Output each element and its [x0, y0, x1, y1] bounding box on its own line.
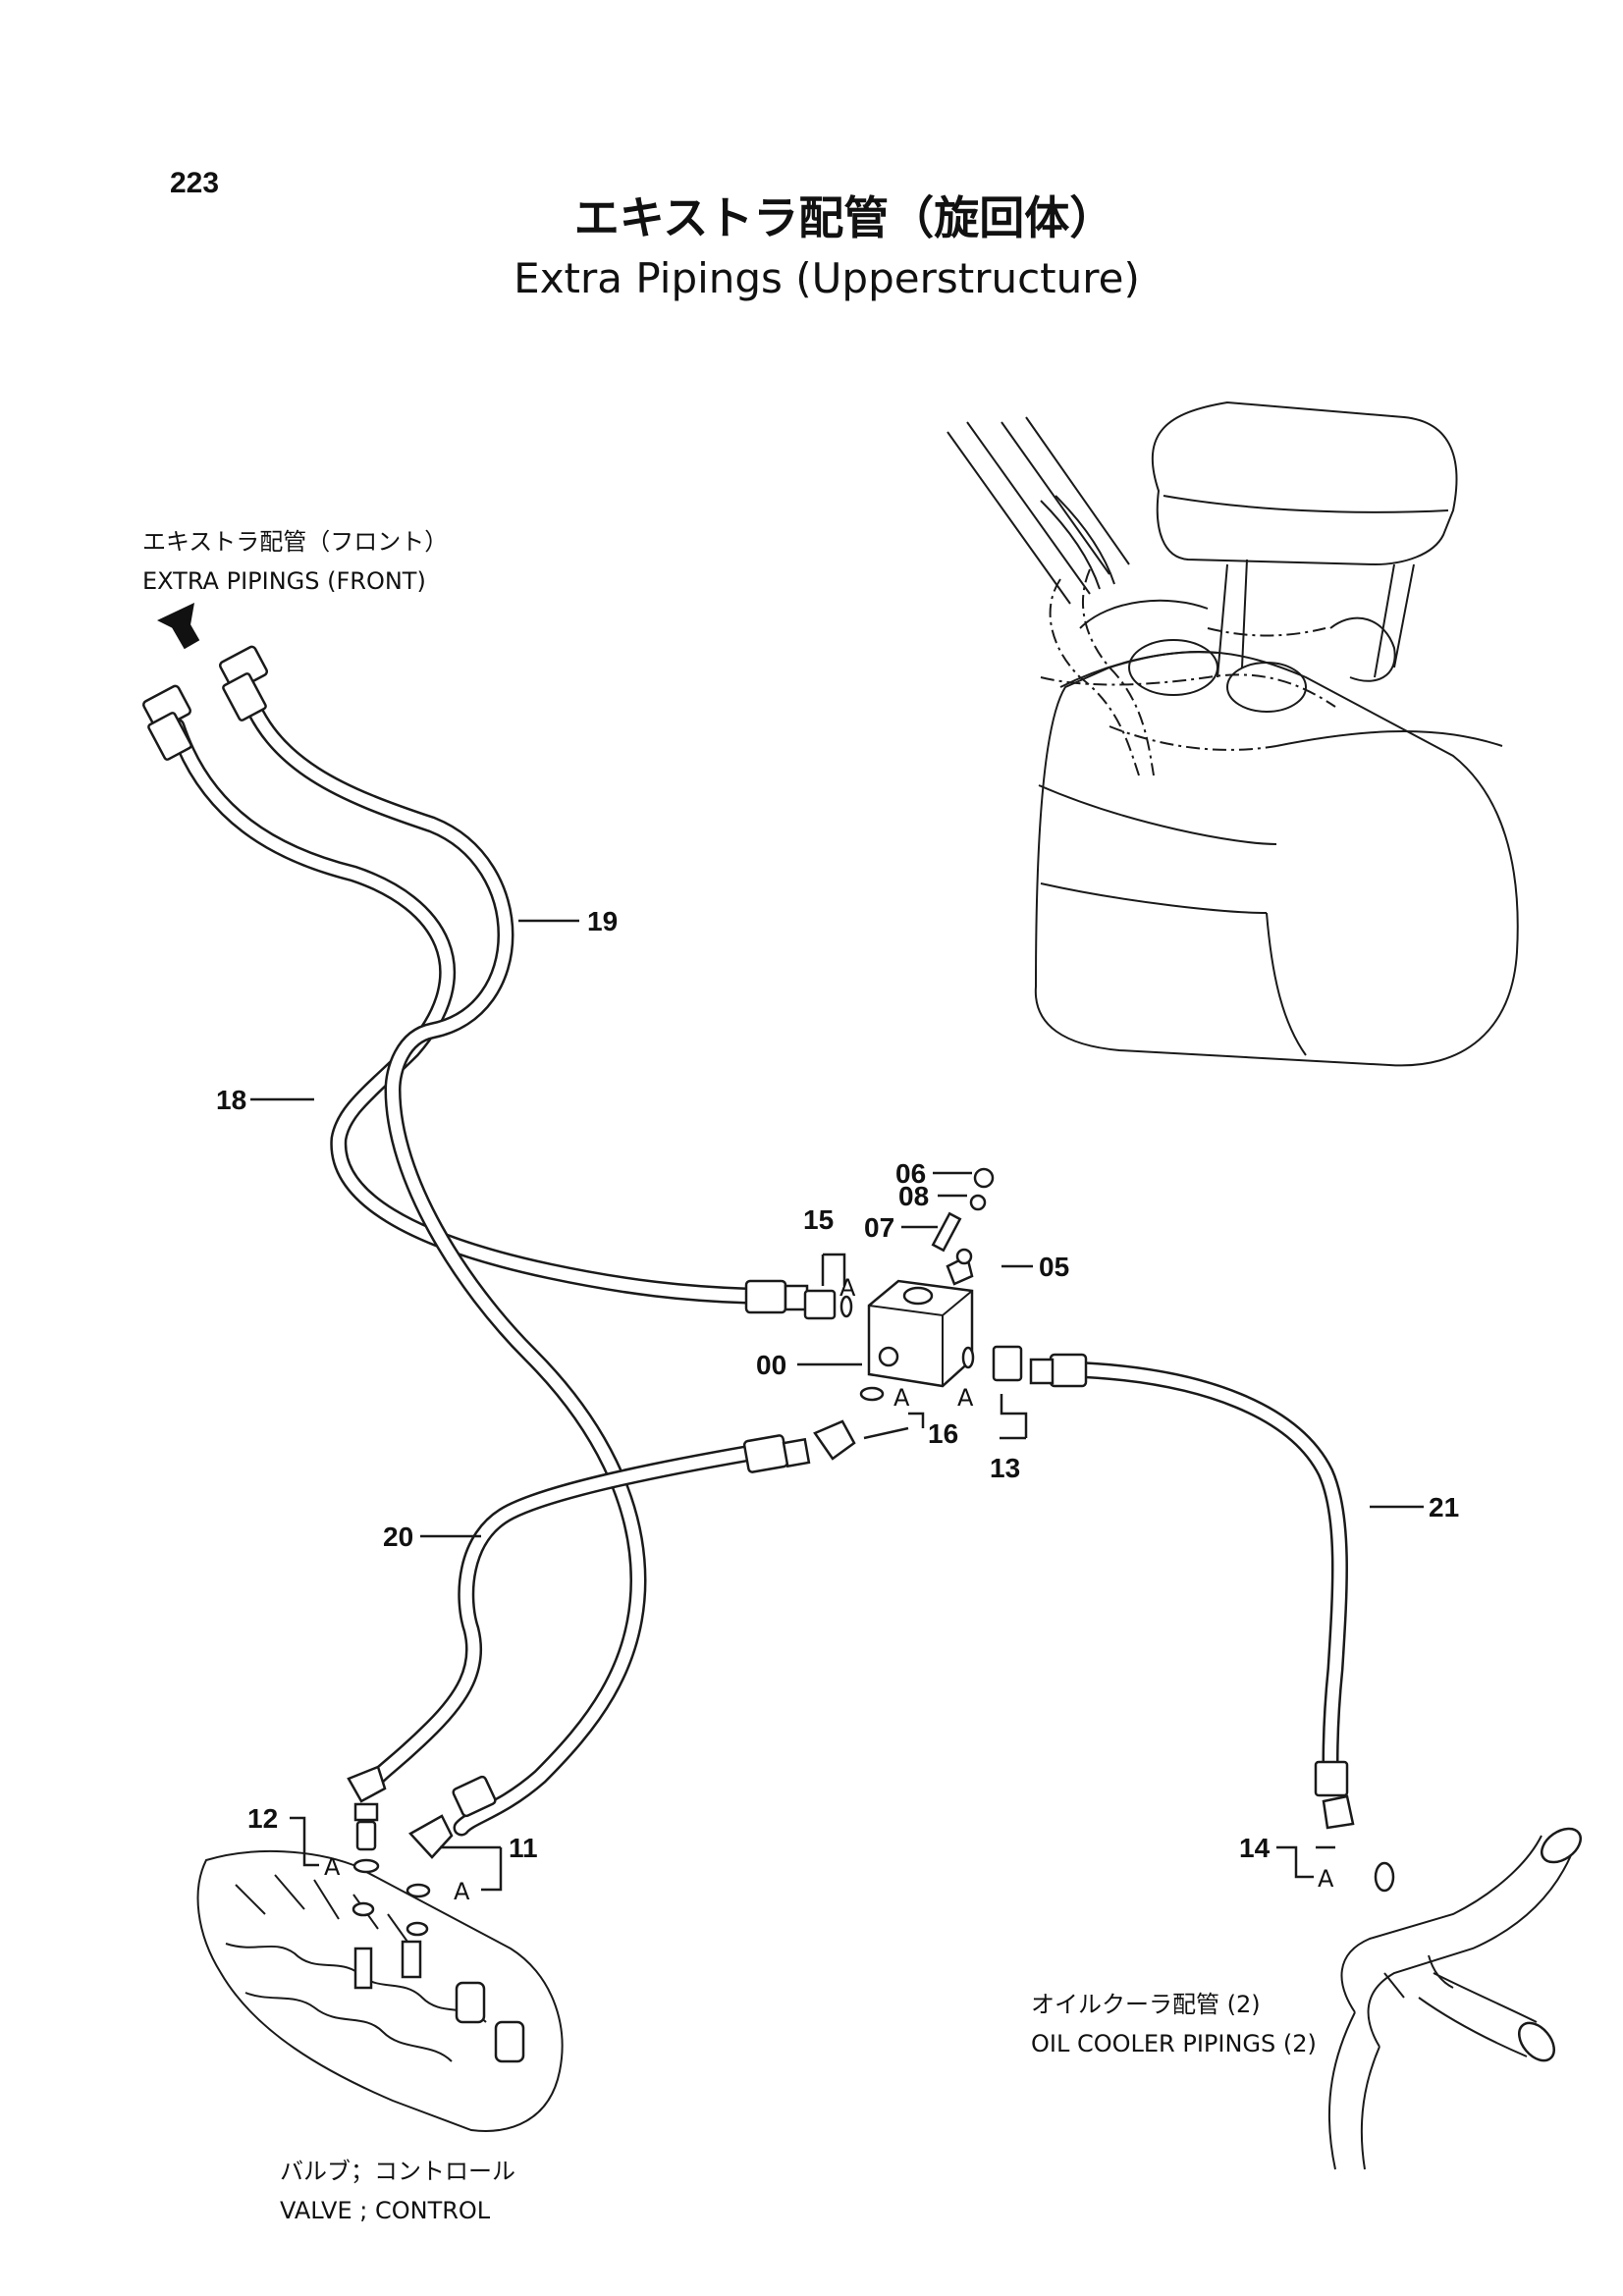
block-assembly — [742, 1167, 1088, 1473]
part-number-20: 20 — [383, 1522, 413, 1552]
part-number-13: 13 — [990, 1453, 1020, 1483]
part-number-14: 14 — [1239, 1833, 1271, 1863]
group-letter-a-13: A — [957, 1384, 974, 1412]
part-number-12: 12 — [247, 1803, 278, 1834]
group-letter-a-14: A — [1318, 1865, 1334, 1893]
group-letter-a-16: A — [893, 1384, 910, 1412]
hose-21 — [1061, 1361, 1348, 1771]
hose-19 — [237, 678, 647, 1837]
part-number-06: 06 — [895, 1158, 926, 1189]
page-title-english: Extra Pipings (Upperstructure) — [514, 254, 1140, 302]
hose-20 — [369, 1444, 760, 1786]
oil-cooler-pipe-sketch — [1314, 1760, 1582, 2170]
group-letter-a-11: A — [454, 1878, 470, 1905]
machine-overview-sketch — [947, 400, 1519, 1067]
part-number-08: 08 — [898, 1181, 929, 1211]
arrow-to-front-icon — [157, 603, 200, 650]
part-number-21: 21 — [1429, 1492, 1459, 1522]
group-letter-a-15: A — [839, 1274, 856, 1302]
front-piping-label-en: EXTRA PIPINGS (FRONT) — [142, 567, 426, 595]
part-number-11: 11 — [509, 1833, 538, 1863]
leader-lines — [250, 919, 1424, 1892]
page-title-japanese: エキストラ配管（旋回体） — [574, 191, 1115, 244]
valve-fittings — [347, 1765, 497, 1898]
hose-18 — [168, 718, 755, 1305]
oil-cooler-label-jp: オイルクーラ配管 (2) — [1031, 1991, 1261, 2018]
hose-end-fittings — [141, 645, 269, 761]
control-valve-sketch — [196, 1849, 564, 2132]
part-number-07: 07 — [864, 1212, 894, 1243]
annotation-front: エキストラ配管（フロント） EXTRA PIPINGS (FRONT) — [142, 528, 448, 595]
part-number-15: 15 — [803, 1204, 834, 1235]
part-number-18: 18 — [216, 1085, 246, 1115]
valve-label-jp: バルブ；コントロール — [280, 2158, 515, 2185]
front-piping-label-jp: エキストラ配管（フロント） — [142, 528, 448, 556]
part-number-19: 19 — [587, 906, 618, 936]
annotation-valve: バルブ；コントロール VALVE ; CONTROL — [280, 2158, 515, 2224]
part-number-00: 00 — [756, 1350, 786, 1380]
part-number-05: 05 — [1039, 1252, 1069, 1282]
oil-cooler-label-en: OIL COOLER PIPINGS (2) — [1031, 2030, 1317, 2057]
group-letter-a-12: A — [324, 1853, 341, 1881]
part-number-16: 16 — [928, 1418, 958, 1449]
annotation-oil-cooler: オイルクーラ配管 (2) OIL COOLER PIPINGS (2) — [1031, 1991, 1317, 2057]
valve-label-en: VALVE ; CONTROL — [280, 2197, 491, 2224]
page-number: 223 — [170, 167, 219, 199]
